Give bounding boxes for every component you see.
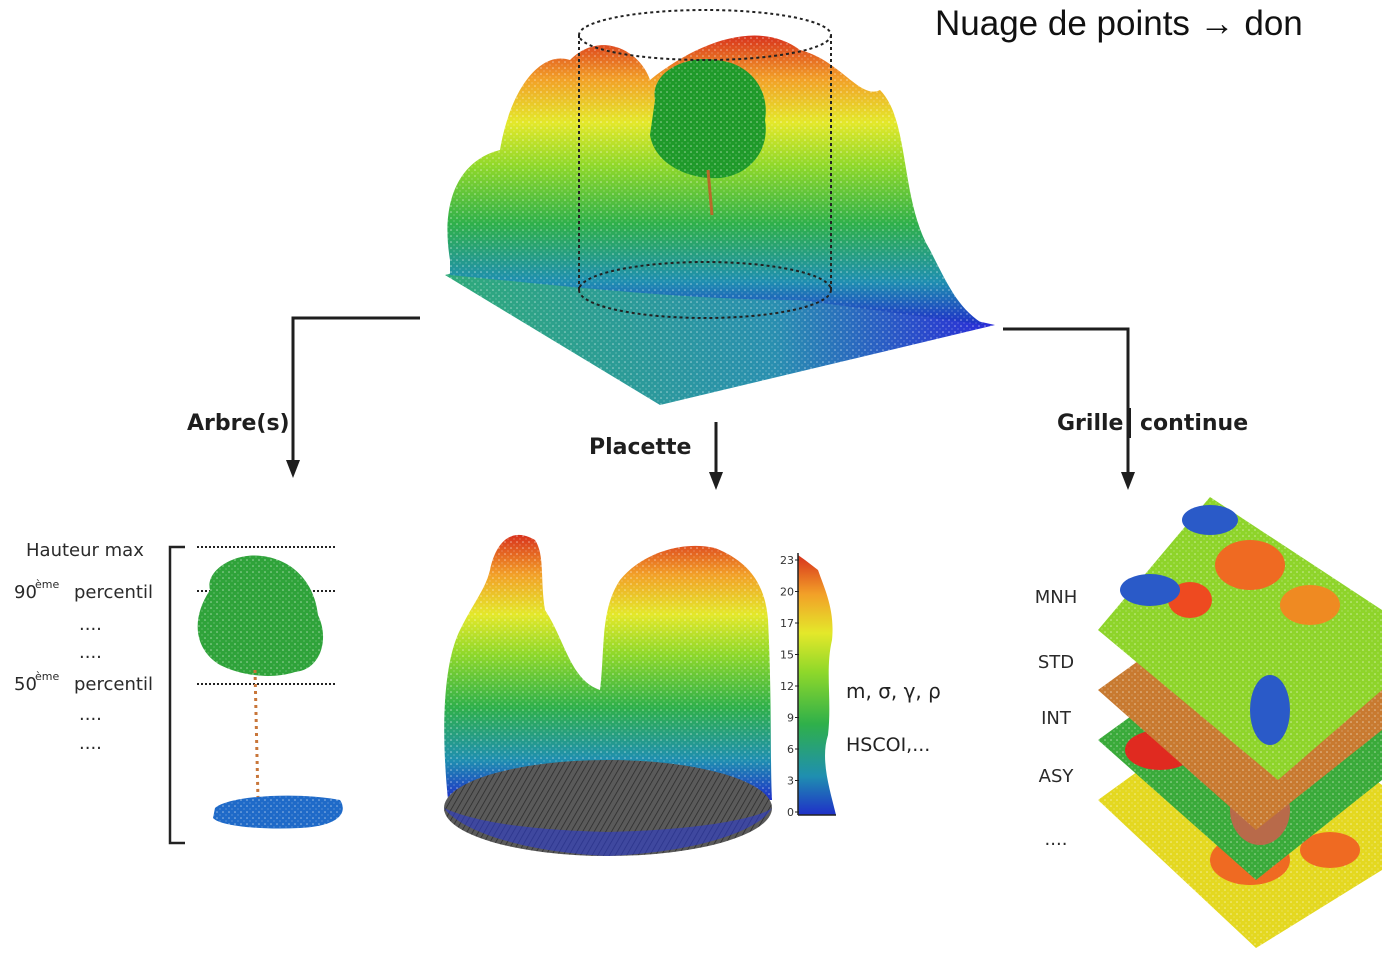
tree-trunk: [253, 669, 260, 801]
histogram-tick-label: 20: [780, 586, 794, 599]
branch-label-trees: Arbre(s): [187, 411, 290, 436]
histogram-tick-label: 23: [780, 554, 794, 567]
grid-layer-label: MNH: [1035, 587, 1078, 608]
histogram-tick-label: 15: [780, 649, 794, 662]
raster-grid-stack: [1098, 497, 1382, 948]
main-point-cloud: [445, 9, 995, 405]
height-bracket: [168, 545, 185, 845]
plot-metrics-stats: m, σ, γ, ρ: [846, 679, 941, 703]
histogram-tick-label: 6: [787, 743, 794, 756]
branch-label-continuous: continue: [1140, 411, 1248, 436]
level-label-p90-sup: ème: [35, 578, 59, 591]
branch-label-plot: Placette: [589, 435, 691, 460]
level-label-p90-num: 90: [14, 582, 37, 603]
height-histogram: 23 20 17 15 12 9 6 3 0: [780, 553, 836, 819]
grid-layer-label: STD: [1038, 652, 1074, 673]
grid-layer-label: ....: [1045, 829, 1068, 850]
grid-layer-label: ASY: [1039, 766, 1075, 787]
center-arrowhead-icon: [709, 472, 723, 490]
single-tree-panel: Hauteur max 90 ème percentil .... .... 5…: [14, 540, 343, 845]
grid-layer-label: INT: [1041, 708, 1072, 729]
plot-point-cloud: [444, 534, 772, 856]
level-label-p50-num: 50: [14, 674, 37, 695]
left-arrowhead-icon: [286, 460, 300, 478]
level-dots-c: ....: [79, 704, 102, 725]
connector-arrows: [291, 316, 1130, 474]
right-connector: [1003, 327, 1130, 474]
arrow-heads: [286, 460, 1135, 490]
histogram-tick-label: 3: [787, 775, 794, 788]
branch-label-grid: Grille: [1057, 411, 1123, 436]
histogram-tick-label: 0: [787, 806, 794, 819]
level-dots-d: ....: [79, 733, 102, 754]
right-arrowhead-icon: [1121, 472, 1135, 490]
level-label-p50-word: percentil: [74, 674, 153, 695]
level-label-p90-word: percentil: [74, 582, 153, 603]
level-label-p50-sup: ème: [35, 670, 59, 683]
grid-layer-labels: MNH STD INT ASY....: [1035, 587, 1078, 850]
diagram-title: Nuage de points → don: [935, 4, 1303, 43]
level-label-max: Hauteur max: [26, 540, 144, 561]
histogram-tick-label: 17: [780, 617, 794, 630]
left-connector: [291, 316, 420, 462]
histogram-tick-label: 12: [780, 680, 794, 693]
level-dots-a: ....: [79, 614, 102, 635]
plot-metrics-indices: HSCOI,...: [846, 734, 930, 756]
level-dots-b: ....: [79, 642, 102, 663]
histogram-tick-label: 9: [787, 712, 794, 725]
